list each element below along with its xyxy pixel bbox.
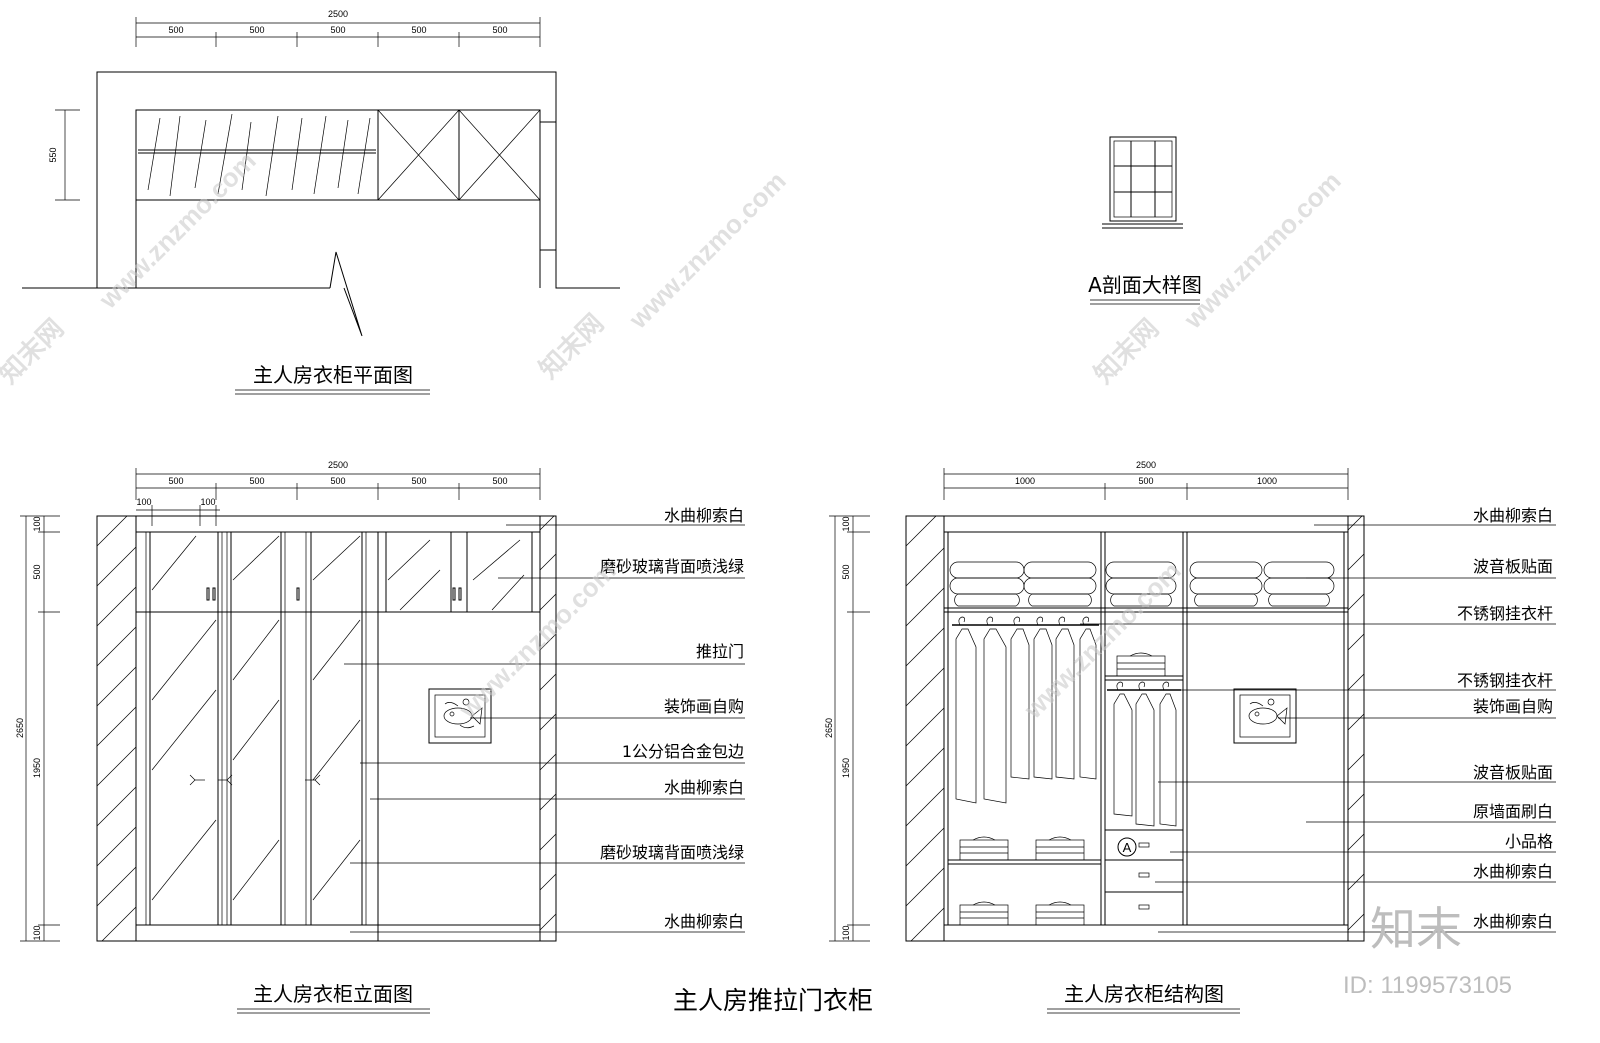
struct-seg-dim: 500 — [1138, 476, 1153, 486]
elev-seg-dim: 500 — [411, 476, 426, 486]
elev-small-dim: 100 — [200, 497, 215, 507]
elev-vdim-bottom: 100 — [32, 925, 42, 940]
plan-seg-dim: 500 — [249, 25, 264, 35]
struct-label: 水曲柳索白 — [1473, 862, 1553, 881]
struct-overall-dim: 2500 — [1136, 460, 1156, 470]
painting-fish-icon — [1248, 698, 1288, 725]
brand-id: ID: 1199573105 — [1343, 972, 1512, 999]
watermark-text: www.znzmo.com — [452, 556, 621, 725]
struct-label: 原墙面刷白 — [1473, 802, 1553, 821]
watermark-text: www.znzmo.com — [622, 166, 791, 335]
elev-leader-lines — [344, 524, 745, 933]
struct-vdim-bottom: 100 — [841, 925, 851, 940]
struct-vdim-upper: 500 — [841, 564, 851, 579]
plan-view: 2500 500 500 500 500 500 550 — [22, 9, 620, 395]
elev-vdim-top: 100 — [32, 516, 42, 531]
struct-seg-dim: 1000 — [1257, 476, 1277, 486]
plan-overall-dim: 2500 — [328, 9, 348, 19]
struct-label: 波音板贴面 — [1473, 557, 1553, 576]
elev-label: 1公分铝合金包边 — [622, 742, 744, 761]
struct-vdim-middle: 1950 — [841, 758, 851, 778]
plan-title: 主人房衣柜平面图 — [253, 363, 413, 387]
watermark-brand: 知末网 — [533, 308, 609, 384]
struct-label: 波音板贴面 — [1473, 763, 1553, 782]
plan-depth-dim: 550 — [48, 147, 58, 162]
struct-wall-hatch — [905, 515, 1365, 942]
elev-label: 水曲柳索白 — [664, 912, 744, 931]
struct-vdim-top: 100 — [841, 516, 851, 531]
hanging-clothes-icon — [955, 616, 1177, 827]
struct-label: 不锈钢挂衣杆 — [1457, 671, 1553, 690]
elev-door-glass-hatch — [151, 535, 525, 901]
plan-seg-dim: 500 — [330, 25, 345, 35]
watermark-text: www.znzmo.com — [1177, 166, 1346, 335]
plan-seg-dim: 500 — [492, 25, 507, 35]
struct-vdim-total: 2650 — [824, 718, 834, 738]
section-detail-title: A剖面大样图 — [1088, 273, 1202, 297]
elev-vdim-middle: 1950 — [32, 758, 42, 778]
elev-seg-dim: 500 — [330, 476, 345, 486]
elev-label: 装饰画自购 — [664, 697, 744, 716]
struct-label: 水曲柳索白 — [1473, 912, 1553, 931]
watermark-text: www.znzmo.com — [1017, 556, 1186, 725]
elev-label: 推拉门 — [696, 642, 744, 661]
elev-vdim-total: 2650 — [15, 718, 25, 738]
brand-logo: 知末 — [1370, 902, 1462, 956]
struct-seg-dim: 1000 — [1015, 476, 1035, 486]
elev-vdim-upper: 500 — [32, 564, 42, 579]
main-title: 主人房推拉门衣柜 — [673, 986, 873, 1015]
front-elevation: 2500 500 500 500 500 500 100 100 2650 10… — [15, 460, 745, 1014]
elev-label: 磨砂玻璃背面喷浅绿 — [600, 843, 744, 862]
watermark-text: www.znzmo.com — [92, 146, 261, 315]
folded-towels-icon — [949, 561, 1335, 607]
plan-seg-dim: 500 — [411, 25, 426, 35]
structure-title: 主人房衣柜结构图 — [1064, 982, 1224, 1006]
elev-wall-hatch — [96, 515, 557, 942]
struct-label: 不锈钢挂衣杆 — [1457, 604, 1553, 623]
struct-label: 小品格 — [1505, 832, 1553, 851]
folded-clothes-icon — [959, 652, 1166, 926]
structure-elevation: 2500 1000 500 1000 2650 100 500 1950 100 — [824, 460, 1556, 1014]
struct-leader-lines — [1080, 524, 1556, 933]
elev-seg-dim: 500 — [249, 476, 264, 486]
elev-label: 水曲柳索白 — [664, 506, 744, 525]
elev-seg-dim: 500 — [492, 476, 507, 486]
plan-seg-dim: 500 — [168, 25, 183, 35]
elevation-title: 主人房衣柜立面图 — [253, 982, 413, 1006]
elev-small-dim: 100 — [136, 497, 151, 507]
watermark-brand: 知末网 — [0, 313, 69, 389]
painting-fish-icon — [443, 698, 483, 729]
section-detail: A剖面大样图 — [1088, 136, 1202, 305]
struct-label: 水曲柳索白 — [1473, 506, 1553, 525]
elev-seg-dim: 500 — [168, 476, 183, 486]
plan-hanging-strokes — [147, 113, 371, 197]
section-marker-a: A — [1123, 840, 1132, 855]
elev-overall-dim: 2500 — [328, 460, 348, 470]
elev-label: 磨砂玻璃背面喷浅绿 — [600, 557, 744, 576]
elev-label: 水曲柳索白 — [664, 778, 744, 797]
watermark-brand: 知末网 — [1088, 313, 1164, 389]
struct-label: 装饰画自购 — [1473, 697, 1553, 716]
